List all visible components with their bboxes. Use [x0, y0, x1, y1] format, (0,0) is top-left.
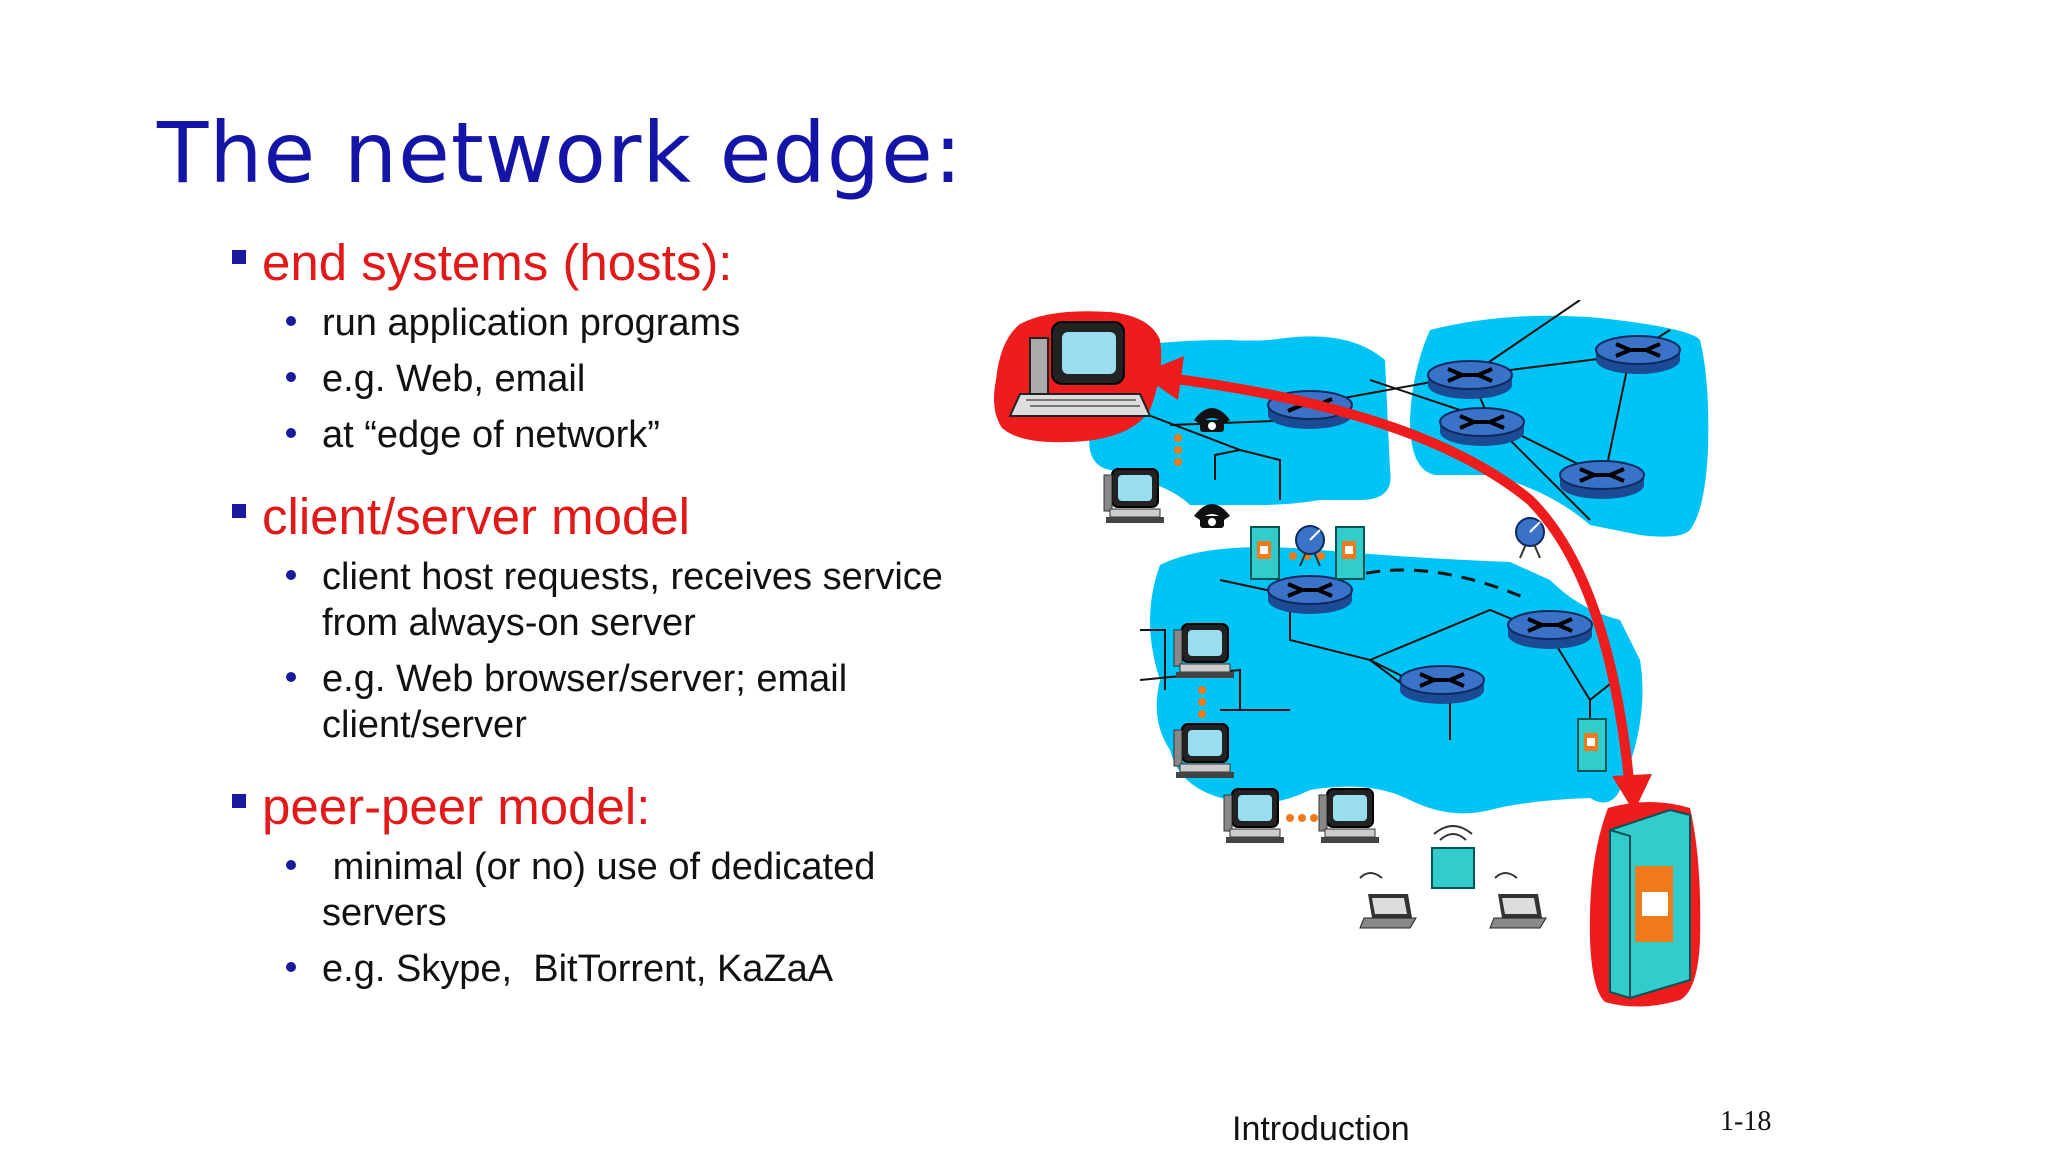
section-heading: end systems (hosts):	[262, 234, 733, 291]
bullet-dot-icon	[286, 372, 296, 382]
list-item-text: minimal (or no) use of dedicated servers	[322, 846, 886, 934]
router-icon	[1398, 664, 1486, 706]
section-heading: client/server model	[262, 488, 690, 545]
list-item: e.g. Skype, BitTorrent, KaZaA	[228, 946, 988, 992]
list-item-text: e.g. Web, email	[322, 358, 586, 400]
slide-title: The network edge:	[157, 104, 964, 202]
list-item: minimal (or no) use of dedicated servers	[228, 844, 988, 936]
highlighted-computer-icon	[1008, 321, 1152, 417]
router-icon	[1506, 609, 1594, 651]
ellipsis-dot	[1174, 446, 1182, 454]
spacer	[228, 758, 988, 776]
server-icon	[1577, 718, 1607, 772]
list-item-text: run application programs	[322, 302, 741, 344]
list-item-text: e.g. Web browser/server; email client/se…	[322, 658, 848, 746]
ellipsis-dot	[1198, 698, 1206, 706]
bullet-dot-icon	[286, 316, 296, 326]
slide-footer: Introduction	[1232, 1110, 1410, 1148]
telephone-icon	[1194, 504, 1230, 528]
section-heading: peer-peer model:	[262, 778, 651, 835]
computer-icon	[1173, 623, 1235, 679]
section-peer-peer: peer-peer model:	[228, 776, 988, 838]
wireless-signal-icon	[1359, 872, 1518, 879]
ellipsis-dot	[1174, 458, 1182, 466]
square-bullet-icon	[232, 250, 246, 264]
router-icon	[1426, 359, 1514, 401]
server-icon	[1335, 526, 1365, 580]
sub-list: run application programs e.g. Web, email…	[228, 300, 988, 458]
ellipsis-dot	[1317, 552, 1325, 560]
ellipsis-dot	[1198, 710, 1206, 718]
computer-icon	[1223, 788, 1285, 844]
ellipsis-dot	[1198, 686, 1206, 694]
ellipsis-dot	[1174, 434, 1182, 442]
server-icon	[1250, 526, 1280, 580]
router-icon	[1266, 574, 1354, 616]
bullet-dot-icon	[286, 672, 296, 682]
list-item: e.g. Web, email	[228, 356, 988, 402]
section-end-systems: end systems (hosts):	[228, 232, 988, 294]
list-item-text: at “edge of network”	[322, 414, 660, 456]
computer-icon	[1318, 788, 1380, 844]
ellipsis-dot	[1298, 814, 1306, 822]
bullet-dot-icon	[286, 428, 296, 438]
list-item: run application programs	[228, 300, 988, 346]
router-icon	[1438, 406, 1526, 448]
client-server-arrow	[1167, 373, 1635, 791]
satellite-dish-icon	[1515, 517, 1545, 559]
page-number: 1-18	[1720, 1106, 1772, 1137]
section-client-server: client/server model	[228, 486, 988, 548]
arrowhead-icon	[1612, 774, 1652, 812]
ellipsis-dot	[1310, 814, 1318, 822]
ellipsis-dot	[1286, 814, 1294, 822]
spacer	[228, 468, 988, 486]
list-item: e.g. Web browser/server; email client/se…	[228, 656, 988, 748]
router-icon	[1558, 459, 1646, 501]
sub-list: client host requests, receives service f…	[228, 554, 988, 748]
arrowhead-icon	[1140, 356, 1184, 400]
sub-list: minimal (or no) use of dedicated servers…	[228, 844, 988, 992]
bullet-dot-icon	[286, 860, 296, 870]
list-item: client host requests, receives service f…	[228, 554, 988, 646]
bullet-dot-icon	[286, 962, 296, 972]
wireless-signal-icon	[1433, 825, 1473, 841]
list-item-text: e.g. Skype, BitTorrent, KaZaA	[322, 948, 834, 990]
base-station-icon	[1431, 847, 1475, 889]
ellipsis-dot	[1289, 552, 1297, 560]
laptop-icon	[1359, 893, 1417, 929]
bullet-dot-icon	[286, 570, 296, 580]
bullet-list: end systems (hosts): run application pro…	[228, 232, 988, 1002]
square-bullet-icon	[232, 794, 246, 808]
list-item-text: client host requests, receives service f…	[322, 556, 943, 644]
network-edge-diagram	[994, 300, 1709, 1007]
list-item: at “edge of network”	[228, 412, 988, 458]
router-icon	[1594, 334, 1682, 376]
computer-icon	[1103, 468, 1165, 524]
highlighted-server-icon	[1609, 808, 1691, 1000]
computer-icon	[1173, 723, 1235, 779]
square-bullet-icon	[232, 504, 246, 518]
laptop-icon	[1489, 893, 1547, 929]
